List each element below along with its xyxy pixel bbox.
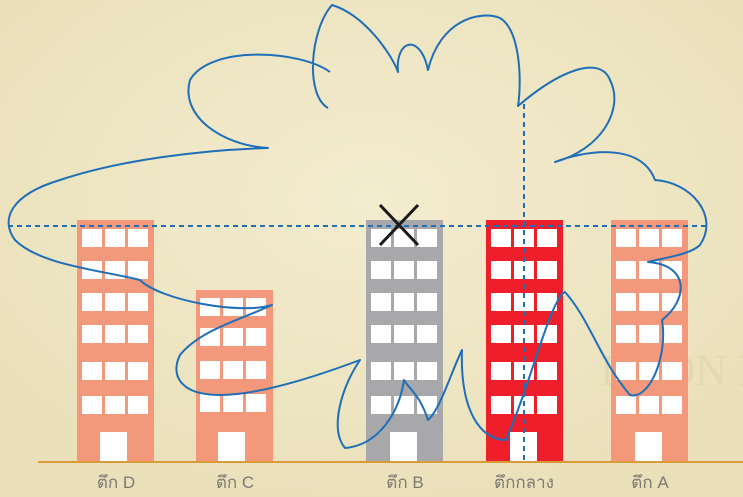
cloud-outline <box>7 4 708 449</box>
building-d-windows <box>82 229 148 414</box>
building-a-windows <box>616 229 682 414</box>
building-a-door <box>635 432 662 462</box>
building-center-label: ตึกกลาง <box>494 473 554 492</box>
building-center-windows <box>491 229 557 414</box>
building-c-label: ตึก C <box>216 473 254 492</box>
building-d-door <box>100 432 127 462</box>
cross-mark-icon <box>378 203 420 247</box>
building-c <box>196 290 273 462</box>
building-a <box>611 220 688 462</box>
building-b-label: ตึก B <box>386 473 423 492</box>
building-d-label: ตึก D <box>97 473 135 492</box>
building-a-label: ตึก A <box>631 473 669 492</box>
building-d <box>77 220 154 462</box>
building-b <box>366 220 443 462</box>
building-b-windows <box>371 229 437 414</box>
building-b-door <box>390 432 417 462</box>
building-c-door <box>218 432 245 462</box>
building-c-windows <box>200 298 266 412</box>
